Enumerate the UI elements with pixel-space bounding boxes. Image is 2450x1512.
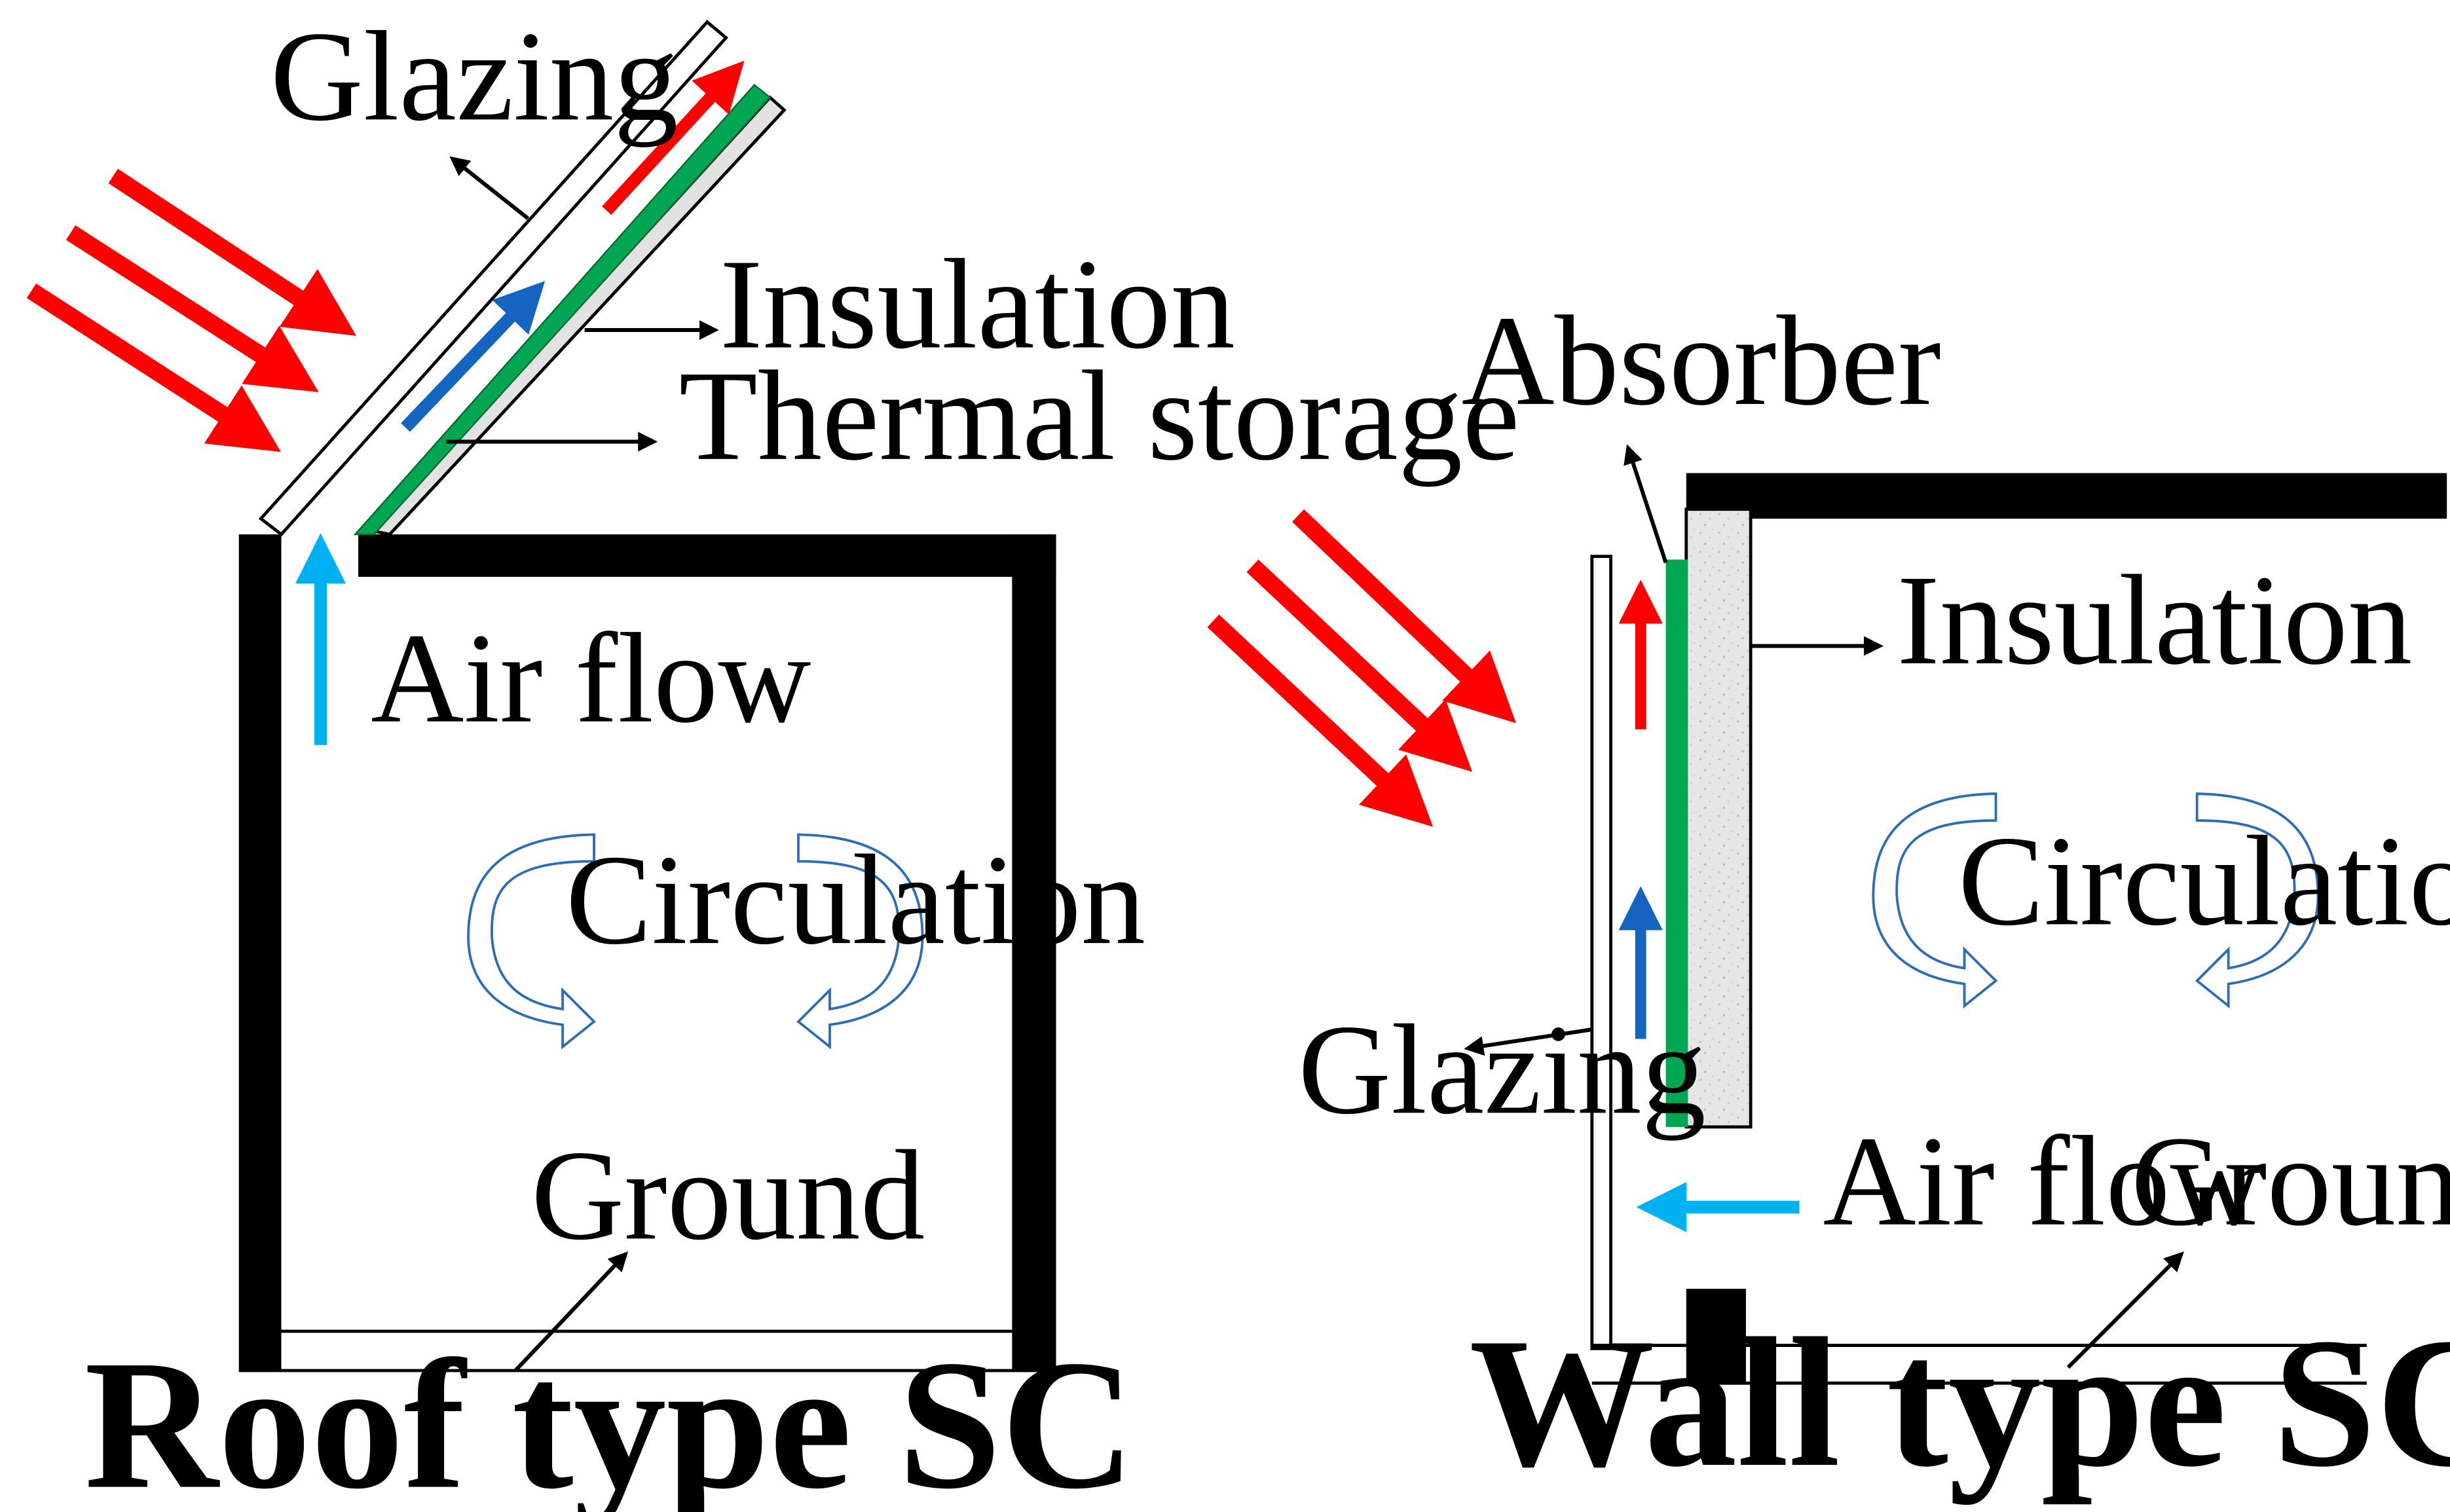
roof-sun-ray (108, 168, 357, 336)
roof-thermal-storage (353, 83, 771, 536)
wall-circulation-arrows (1872, 792, 2320, 1009)
roof-sun-rays (26, 168, 357, 452)
wall-insulation-label: Insulation (1897, 549, 2412, 691)
wall-type-panel: Absorber Insulation Circulation Glazing … (1207, 289, 2450, 1505)
roof-circulation-arrows (467, 833, 924, 1050)
roof-right-wall (1012, 534, 1056, 1371)
roof-sun-ray (26, 283, 282, 452)
wall-sun-ray (1246, 559, 1473, 772)
roof-circulation-right-arrow (796, 833, 924, 1050)
roof-circulation-label: Circulation (566, 828, 1145, 971)
roof-warm-air-arrow (602, 60, 745, 215)
wall-air-flow-label: Air flow (1823, 1110, 2263, 1253)
wall-roof-slab (1686, 473, 2447, 519)
roof-circulation-left-arrow (467, 833, 596, 1050)
wall-insulation-block (1684, 507, 1753, 1129)
roof-ceiling (358, 534, 1056, 577)
wall-title: Wall type SC (1469, 1300, 2450, 1505)
wall-sun-ray (1291, 509, 1517, 724)
wall-circulation-left-arrow (1872, 792, 1998, 1009)
wall-absorber-leader (1624, 444, 1668, 564)
roof-insulation-label: Insulation (720, 232, 1235, 375)
roof-glazing-label: Glazing (270, 5, 678, 147)
wall-ground-label: Ground (2131, 1110, 2450, 1253)
roof-left-wall (238, 534, 282, 1371)
roof-ground-label: Ground (531, 1124, 925, 1266)
wall-circulation-right-arrow (2195, 792, 2320, 1009)
wall-absorber-label: Absorber (1462, 289, 1941, 432)
wall-glazing-label: Glazing (1298, 998, 1706, 1141)
roof-air-flow-label: Air flow (371, 607, 811, 750)
wall-ground-leader (2066, 1251, 2184, 1369)
roof-cool-air-arrow (401, 280, 546, 432)
wall-sun-rays (1207, 509, 1517, 827)
roof-sun-ray (65, 225, 319, 392)
wall-glazing-panel (1590, 555, 1613, 1350)
roof-type-panel: Glazing Insulation Thermal storage Air f… (26, 5, 1520, 1512)
roof-title: Roof type SC (84, 1323, 1135, 1512)
wall-sun-ray (1207, 614, 1434, 827)
roof-glazing-leader (449, 156, 530, 220)
roof-glazing-panel (258, 20, 729, 537)
roof-thermal-storage-label: Thermal storage (679, 344, 1520, 487)
wall-glazing-leader (1464, 1027, 1593, 1056)
wall-circulation-label: Circulation (1958, 809, 2450, 952)
roof-ground-leader (513, 1251, 629, 1373)
wall-vent-block (1686, 1289, 1746, 1385)
wall-absorber (1665, 559, 1688, 1127)
